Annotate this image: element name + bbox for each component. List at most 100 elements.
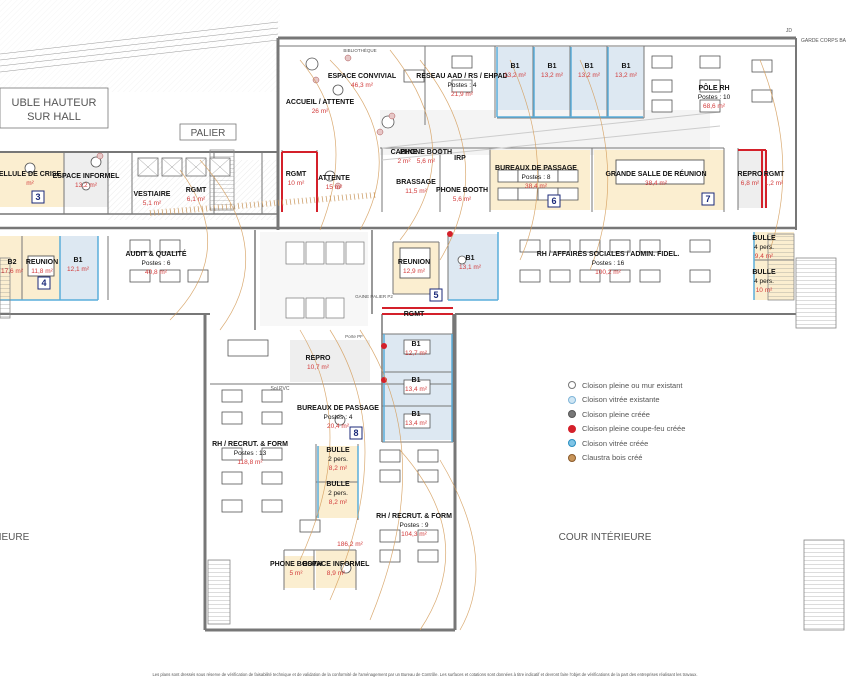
timber-slat: [269, 200, 272, 207]
room-area-pole-rh: 68,6 m²: [703, 103, 726, 110]
room-name-bureaux-passage-lower: BUREAUX DE PASSAGE: [297, 405, 379, 412]
elevator-cross: [185, 157, 207, 177]
plant-pot: [96, 152, 104, 160]
plant-pot: [334, 182, 342, 190]
room-name-b1-top-1: B1: [511, 63, 520, 70]
fill-repro-lower: [290, 340, 370, 382]
room-name-rgmt-left: RGMT: [186, 187, 207, 194]
desk: [187, 269, 209, 283]
legend-label: Cloison pleine coupe-feu créée: [582, 424, 686, 434]
room-area-rgmt-left: 6,1 m²: [187, 196, 206, 203]
room-area-big-area-lower: 186,2 m²: [337, 541, 363, 548]
room-name-b1-top-4: B1: [622, 63, 631, 70]
timber-slat: [337, 194, 340, 202]
elevator-cross: [137, 157, 159, 177]
double-height-box: [0, 87, 109, 129]
desk: [549, 269, 571, 283]
timber-slat: [345, 194, 348, 201]
room-area-b1-spine-3: 13,4 m²: [405, 420, 428, 427]
timber-slat: [281, 199, 284, 206]
circulation-arc: [199, 159, 246, 331]
fill-b1-left: [60, 236, 98, 300]
desk: [689, 269, 711, 283]
room-posts-bulle-right-2: 4 pers.: [754, 278, 774, 285]
desk: [609, 239, 631, 253]
timber-slat: [341, 194, 344, 201]
room-name-b1-top-3: B1: [585, 63, 594, 70]
plant-pot: [312, 76, 320, 84]
circulation-arc: [509, 59, 539, 261]
desk: [261, 499, 283, 513]
circulation-arc: [299, 329, 331, 561]
room-name-phone-booth-mid: PHONE BOOTH: [436, 187, 488, 194]
room-name-b1-spine-3: B1: [412, 411, 421, 418]
desk: [451, 79, 473, 93]
room-name-repro-lower: REPRO: [306, 355, 331, 362]
desk: [651, 99, 673, 113]
room-name-audit-qualite: AUDIT & QUALITÉ: [125, 249, 186, 258]
room-name-pole-rh: PÔLE RH: [698, 83, 729, 92]
fill-b1-center: [448, 234, 498, 300]
timber-slat: [197, 206, 200, 213]
room-name-rgmt-top-right: RGMT: [764, 171, 785, 178]
legend-label: Cloison pleine créée: [582, 409, 650, 419]
timber-slat: [293, 198, 296, 205]
desk: [689, 239, 711, 253]
fire-door-marker: [381, 343, 387, 349]
timber-slat: [257, 201, 260, 208]
timber-slat: [149, 209, 152, 217]
room-area-b1-center: 13,1 m²: [459, 264, 482, 271]
room-area-phone-booth-mid: 5,6 m²: [453, 196, 472, 203]
round-table: [81, 181, 91, 191]
desk: [557, 187, 579, 201]
circulation-arc: [329, 329, 366, 601]
guard-rail-label: GARDE CORPS BA: [801, 38, 847, 44]
circulation-arc: [399, 449, 446, 631]
room-posts-pole-rh: Postes : 10: [698, 94, 731, 101]
timber-slat: [333, 195, 336, 202]
desk: [221, 411, 243, 425]
room-area-cabine: 2 m²: [398, 158, 412, 165]
desk: [261, 447, 283, 461]
desk: [699, 55, 721, 69]
meeting-table-reunion-left: [27, 255, 55, 277]
room-posts-bulle-lower-2: 2 pers.: [328, 490, 348, 497]
gaine-label: GAINE PALIER P2: [355, 294, 393, 299]
timber-slat: [241, 202, 244, 209]
zone-number-6: 6: [551, 196, 556, 206]
room-name-reseau-aad: RESEAU AAD / RS / EHPAD: [416, 73, 507, 80]
zone-number-7: 7: [705, 194, 710, 204]
room-posts-bulle-lower-1: 2 pers.: [328, 456, 348, 463]
wc-cubicle: [305, 297, 325, 319]
room-area-cellule-crise: m²: [26, 180, 34, 187]
room-area-attente: 15 m²: [326, 184, 343, 191]
circulation-arc: [419, 59, 467, 261]
desk: [261, 411, 283, 425]
room-name-bulle-lower-2: BULLE: [326, 481, 350, 488]
legend-swatch-icon: [568, 381, 576, 390]
desk: [221, 499, 243, 513]
room-area-b2-left: 17,6 m²: [1, 268, 24, 275]
circulation-arc: [759, 59, 784, 251]
timber-slat: [153, 209, 156, 216]
plant-pot: [388, 112, 396, 120]
timber-slat: [157, 209, 160, 216]
legend-label: Cloison vitrée existante: [582, 395, 660, 405]
room-name-b1-top-2: B1: [548, 63, 557, 70]
timber-slat: [273, 200, 276, 207]
circulation-arc: [579, 59, 609, 271]
room-area-bulle-lower-1: 8,2 m²: [329, 465, 348, 472]
desk-b1-spine: [403, 379, 431, 395]
round-table: [334, 414, 346, 426]
legend-swatch-icon: [568, 439, 576, 448]
zone-number-8: 8: [353, 428, 358, 438]
room-name-rgmt-center: RGMT: [286, 171, 307, 178]
room-name-rgmt-spine: RGMT: [404, 311, 425, 318]
room-name-bulle-right-1: BULLE: [752, 235, 776, 242]
timber-slat: [325, 195, 328, 202]
desk: [379, 529, 401, 543]
zone-number-box: [429, 288, 443, 302]
room-posts-reseau-aad: Postes : 4: [448, 82, 477, 89]
top-right-label: JD: [786, 28, 793, 34]
